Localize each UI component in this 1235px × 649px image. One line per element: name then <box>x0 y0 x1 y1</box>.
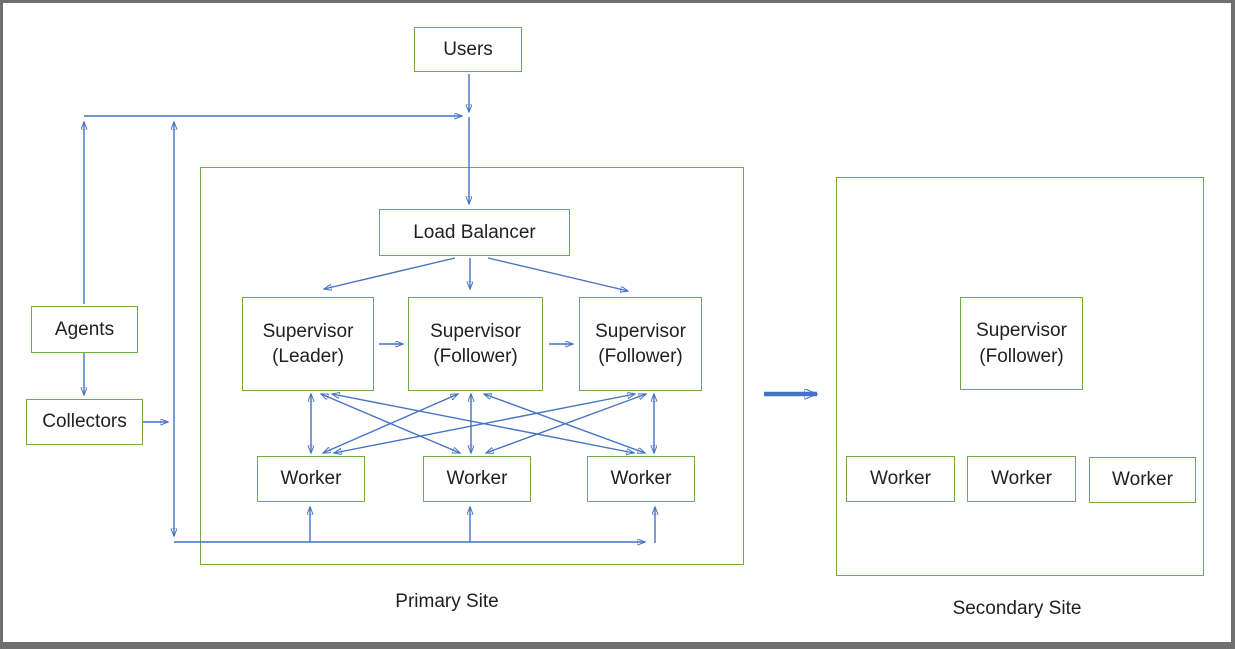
node-agents: Agents <box>31 306 138 353</box>
worker-label: Worker <box>446 468 508 490</box>
node-supervisor-leader: Supervisor (Leader) <box>242 297 374 391</box>
node-secondary-worker-2: Worker <box>967 456 1076 502</box>
supervisor-title: Supervisor <box>430 320 521 342</box>
primary-site-label: Primary Site <box>395 591 499 612</box>
worker-label: Worker <box>870 468 931 490</box>
supervisor-role: (Follower) <box>433 346 518 367</box>
primary-site-container <box>200 167 744 565</box>
node-supervisor-follower-1: Supervisor (Follower) <box>408 297 543 391</box>
supervisor-role: (Follower) <box>598 346 683 367</box>
arrow-lb-to-supervisor-1 <box>324 257 456 289</box>
supervisor-role: (Follower) <box>979 345 1064 367</box>
node-collectors: Collectors <box>26 399 143 445</box>
node-supervisor-follower-2: Supervisor (Follower) <box>579 297 702 391</box>
node-primary-worker-1: Worker <box>257 456 365 502</box>
secondary-site-label: Secondary Site <box>952 598 1082 619</box>
supervisor-title: Supervisor <box>976 320 1067 342</box>
node-primary-worker-2: Worker <box>423 456 531 502</box>
node-users-label: Users <box>443 38 493 60</box>
worker-label: Worker <box>1112 469 1173 491</box>
node-primary-worker-3: Worker <box>587 456 695 502</box>
supervisor-role: (Leader) <box>272 346 344 367</box>
node-agents-label: Agents <box>54 318 115 340</box>
worker-label: Worker <box>610 468 672 490</box>
node-secondary-supervisor: Supervisor (Follower) <box>960 297 1083 390</box>
mesh-supervisors-workers <box>311 394 654 453</box>
worker-label: Worker <box>280 468 342 490</box>
node-secondary-worker-1: Worker <box>846 456 955 502</box>
node-collectors-label: Collectors <box>42 411 127 433</box>
supervisor-title: Supervisor <box>595 320 686 342</box>
node-secondary-worker-3: Worker <box>1089 457 1196 503</box>
node-load-balancer: Load Balancer <box>379 209 570 256</box>
worker-label: Worker <box>991 468 1052 490</box>
node-users: Users <box>414 27 522 72</box>
node-load-balancer-label: Load Balancer <box>413 221 536 243</box>
arrow-s3-w2 <box>486 394 646 453</box>
secondary-site-container <box>836 177 1204 576</box>
supervisor-title: Supervisor <box>262 320 354 342</box>
arrow-lb-to-supervisor-3 <box>487 257 628 291</box>
